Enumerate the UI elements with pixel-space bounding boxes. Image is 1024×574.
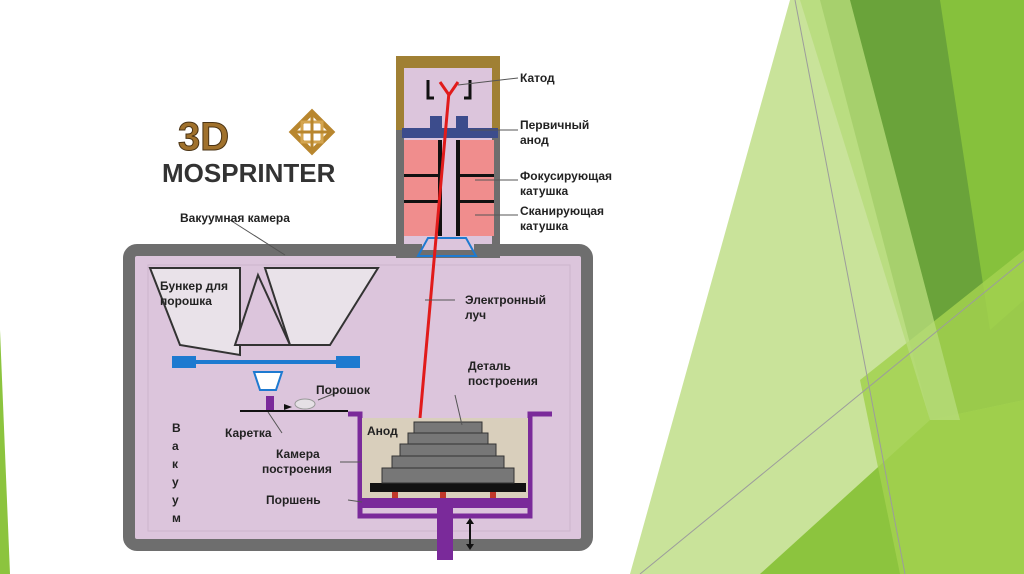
label-piston: Поршень: [266, 493, 321, 507]
label-vacuum-v-4: у: [172, 493, 179, 507]
chamber-inner-border: [147, 264, 571, 532]
label-scanning-coil-1: Сканирующая: [520, 204, 604, 218]
label-electron-beam-2: луч: [465, 308, 486, 322]
label-hopper-2: порошка: [160, 294, 212, 308]
logo: 3D MOSPRINTER: [162, 108, 336, 188]
label-build-chamber-2: построения: [262, 462, 332, 476]
label-part-2: построения: [468, 374, 538, 388]
label-carriage: Каретка: [225, 426, 272, 440]
label-hopper-1: Бункер для: [160, 279, 228, 293]
label-vacuum-v-3: у: [172, 475, 179, 489]
green-left-accent: [0, 330, 10, 574]
piston-plate: [362, 498, 528, 508]
electron-gun-column: [380, 56, 516, 258]
piston-rod: [437, 508, 453, 560]
label-build-chamber-1: Камера: [276, 447, 320, 461]
electron-beam: [418, 91, 451, 419]
label-part-1: Деталь: [468, 359, 511, 373]
coils: [404, 140, 494, 257]
knot-emblem-icon: [288, 108, 336, 156]
powder-hopper: [148, 267, 380, 391]
leader-lines: [229, 77, 519, 503]
label-vacuum-chamber: Вакуумная камера: [180, 211, 290, 225]
green-decoration: [630, 0, 1024, 574]
label-vacuum-v-1: а: [172, 439, 179, 453]
label-cathode: Катод: [520, 71, 555, 85]
labels: Катод Первичный анод Фокусирующая катушк…: [160, 71, 612, 525]
label-vacuum-v-0: В: [172, 421, 181, 435]
label-primary-anode-1: Первичный: [520, 118, 589, 132]
label-anode: Анод: [367, 424, 398, 438]
logo-mark: 3D: [178, 115, 229, 159]
logo-name: MOSPRINTER: [162, 158, 336, 188]
label-powder: Порошок: [316, 383, 371, 397]
label-electron-beam-1: Электронный: [465, 293, 546, 307]
label-scanning-coil-2: катушка: [520, 219, 569, 233]
label-focusing-coil-2: катушка: [520, 184, 569, 198]
label-primary-anode-2: анод: [520, 133, 549, 147]
primary-anode: [402, 116, 498, 138]
up-down-arrow-icon: [466, 518, 474, 550]
carriage: [240, 396, 348, 412]
label-focusing-coil-1: Фокусирующая: [520, 169, 612, 183]
build-part: [381, 421, 515, 484]
label-vacuum-v-5: м: [172, 511, 181, 525]
label-vacuum-v-2: к: [172, 457, 179, 471]
